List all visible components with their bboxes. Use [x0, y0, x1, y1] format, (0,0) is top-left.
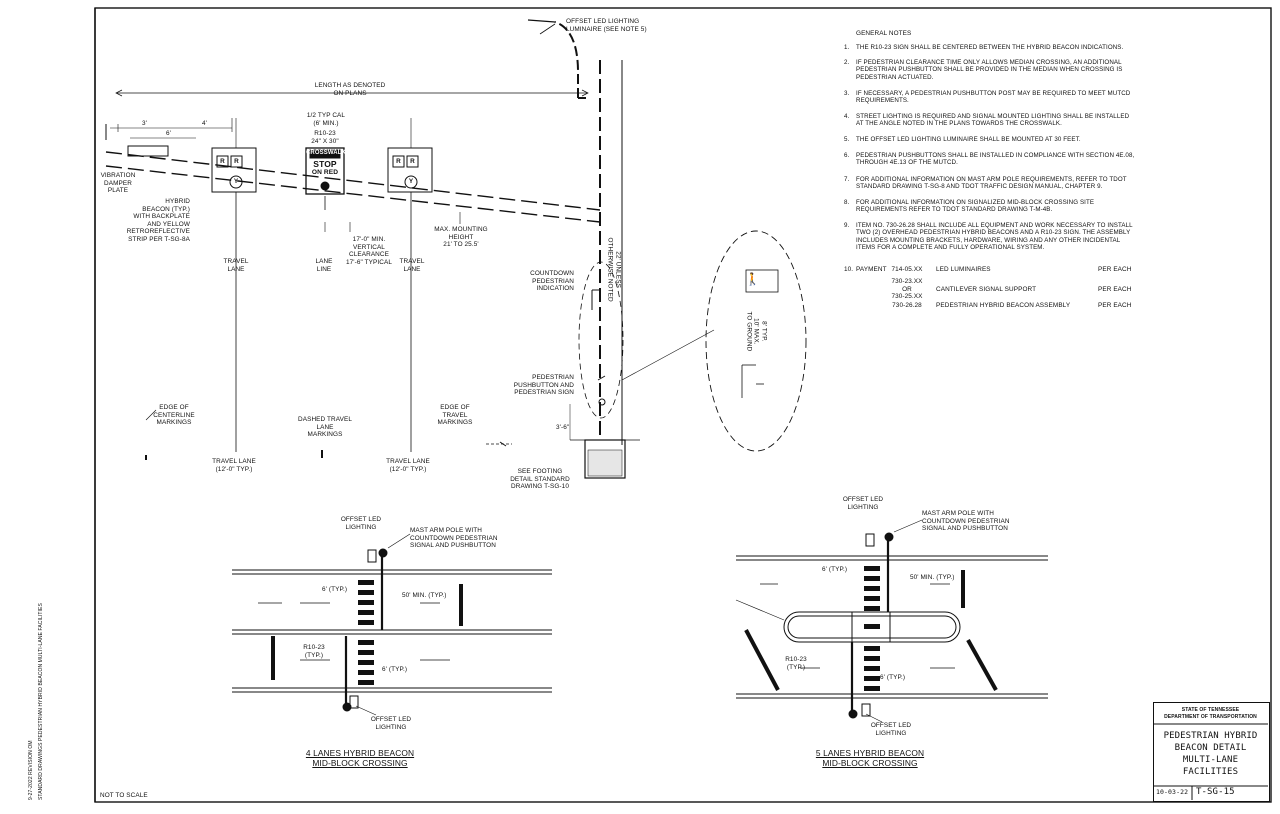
beacon-left-red-1: R	[220, 158, 225, 165]
label-edge-travel: EDGE OF TRAVEL MARKINGS	[437, 404, 473, 427]
payment-label: PAYMENT	[856, 266, 887, 273]
payment-unit-3: PER EACH	[1098, 302, 1132, 309]
note-4: 4.STREET LIGHTING IS REQUIRED AND SIGNAL…	[844, 113, 1130, 128]
plan4-title1: 4 LANES HYBRID BEACON	[305, 748, 415, 758]
payment-desc-2: CANTILEVER SIGNAL SUPPORT	[936, 286, 1037, 293]
beacon-left-red-2: R	[234, 158, 239, 165]
label-unless-noted: 22' UNLESS OTHERWISE NOTED	[607, 237, 622, 302]
note-5: 5.THE OFFSET LED LIGHTING LUMINAIRE SHAL…	[844, 136, 1081, 143]
note-1: 1.THE R10-23 SIGN SHALL BE CENTERED BETW…	[844, 44, 1124, 51]
plan5-offset-led-top: OFFSET LED LIGHTING	[842, 496, 884, 511]
label-typ-cal: 1/2 TYP CAL (6' MIN.)	[306, 112, 346, 127]
crosswalk-5	[864, 566, 880, 691]
label-offset-led-top: OFFSET LED LIGHTING LUMINAIRE (SEE NOTE …	[566, 18, 647, 33]
label-vibration-plate: VIBRATION DAMPER PLATE	[100, 172, 136, 195]
label-pushbutton: PEDESTRIAN PUSHBUTTON AND PEDESTRIAN SIG…	[513, 374, 574, 397]
sign-stop: STOP	[313, 159, 337, 169]
label-vertical-clearance: 17'-0" MIN. VERTICAL CLEARANCE 17'-6" TY…	[346, 236, 392, 266]
label-length-dim: LENGTH AS DENOTED ON PLANS	[314, 82, 386, 97]
note-2: 2.IF PEDESTRIAN CLEARANCE TIME ONLY ALLO…	[844, 59, 1123, 81]
plan5-mast-arm: MAST ARM POLE WITH COUNTDOWN PEDESTRIAN …	[922, 510, 1010, 533]
title-block-state: STATE OF TENNESSEE	[1181, 707, 1240, 713]
plan5-offset-led-bottom: OFFSET LED LIGHTING	[870, 722, 912, 737]
beacon-right-red-1: R	[396, 158, 401, 165]
plan5-six-typ2: 6' (TYP.)	[880, 674, 906, 681]
label-dim-3: 3'	[142, 120, 147, 127]
sign-crosswalk: CROSSWALK	[306, 150, 346, 156]
title-block-title: PEDESTRIAN HYBRID BEACON DETAIL MULTI-LA…	[1163, 731, 1258, 777]
title-block-dept: DEPARTMENT OF TRANSPORTATION	[1164, 714, 1257, 720]
plan4-title2: MID-BLOCK CROSSING	[312, 758, 408, 768]
plan4-mast-arm: MAST ARM POLE WITH COUNTDOWN PEDESTRIAN …	[410, 527, 498, 550]
plan4-offset-led-bottom: OFFSET LED LIGHTING	[370, 716, 412, 731]
margin-text-2: STANDARD DRAWINGS PEDESTRIAN HYBRID BEAC…	[38, 603, 44, 800]
plan5-six-typ: 6' (TYP.)	[822, 566, 848, 573]
title-block-date: 10-03-22	[1156, 788, 1189, 796]
note-8: 8.FOR ADDITIONAL INFORMATION ON SIGNALIZ…	[844, 199, 1095, 214]
label-travel-lane-12-left: TRAVEL LANE (12'-0" TYP.)	[212, 458, 256, 473]
plan-5-lanes	[735, 519, 1048, 723]
plan4-r10-typ: R10-23 (TYP.)	[303, 644, 325, 659]
not-to-scale: NOT TO SCALE	[100, 792, 148, 799]
plan4-six-typ: 6' (TYP.)	[322, 586, 348, 593]
label-edge-centerline: EDGE OF CENTERLINE MARKINGS	[153, 404, 195, 427]
note-9: 9.ITEM NO. 730-26.28 SHALL INCLUDE ALL E…	[844, 222, 1133, 252]
payment-item-3: 730-26.28	[892, 302, 922, 309]
plan5-fifty-min: 50' MIN. (TYP.)	[910, 574, 955, 581]
label-footing: SEE FOOTING DETAIL STANDARD DRAWING T-SG…	[510, 468, 570, 491]
label-dashed-travel: DASHED TRAVEL LANE MARKINGS	[298, 416, 352, 439]
elevation-view	[105, 19, 807, 479]
note-7: 7.FOR ADDITIONAL INFORMATION ON MAST ARM…	[844, 176, 1127, 191]
label-max-mounting: MAX. MOUNTING HEIGHT 21' TO 25.5'	[434, 226, 488, 249]
plan4-offset-led-top: OFFSET LED LIGHTING	[340, 516, 382, 531]
payment-unit-2: PER EACH	[1098, 286, 1132, 293]
label-r10-sign: R10-23 24" X 30"	[311, 130, 339, 145]
margin-text-1: 9-27-2022 REVISION OM	[28, 740, 34, 800]
label-dim-36: 3'-6"	[556, 424, 570, 431]
payment-desc-3: PEDESTRIAN HYBRID BEACON ASSEMBLY	[936, 302, 1071, 309]
label-travel-lane-left: TRAVEL LANE	[223, 258, 249, 273]
beacon-left-yellow: Y	[233, 178, 239, 185]
pedestrian-icon: 🚶	[745, 272, 761, 286]
payment-item-2: 730-23.XX OR 730-25.XX	[891, 278, 923, 301]
note-10-num: 10.	[844, 266, 854, 273]
general-notes-heading: GENERAL NOTES	[856, 30, 912, 37]
note-6: 6.PEDESTRIAN PUSHBUTTONS SHALL BE INSTAL…	[844, 152, 1135, 167]
payment-unit-1: PER EACH	[1098, 266, 1132, 273]
title-block-lines	[1153, 723, 1268, 800]
plan-4-lanes	[232, 533, 552, 716]
label-travel-lane-12-right: TRAVEL LANE (12'-0" TYP.)	[386, 458, 430, 473]
label-travel-lane-right: TRAVEL LANE	[399, 258, 425, 273]
sign-on-red: ON RED	[311, 169, 339, 176]
title-block-sheet: T-SG-15	[1196, 787, 1235, 797]
label-lane-line: LANE LINE	[315, 258, 333, 273]
plan5-title2: MID-BLOCK CROSSING	[822, 758, 918, 768]
crosswalk-4	[358, 580, 374, 685]
title-block	[1153, 702, 1270, 802]
plan5-title1: 5 LANES HYBRID BEACON	[815, 748, 925, 758]
note-3: 3.IF NECESSARY, A PEDESTRIAN PUSHBUTTON …	[844, 90, 1131, 105]
beacon-right-yellow: Y	[408, 178, 414, 185]
beacon-right-red-2: R	[410, 158, 415, 165]
label-dim-4: 4'	[202, 120, 207, 127]
label-hybrid-beacon: HYBRID BEACON (TYP.) WITH BACKPLATE AND …	[126, 198, 190, 243]
plan4-fifty-min: 50' MIN. (TYP.)	[402, 592, 447, 599]
plan5-r10-typ: R10-23 (TYP.)	[785, 656, 807, 671]
label-detail-note: 8' TYP. 10' MAX. TO GROUND	[745, 311, 768, 352]
plan4-six-typ2: 6' (TYP.)	[382, 666, 408, 673]
payment-item-1: 714-05.XX	[891, 266, 923, 273]
label-countdown: COUNTDOWN PEDESTRIAN INDICATION	[530, 270, 574, 293]
label-dim-6: 6'	[166, 130, 171, 137]
payment-desc-1: LED LUMINAIRES	[936, 266, 991, 273]
